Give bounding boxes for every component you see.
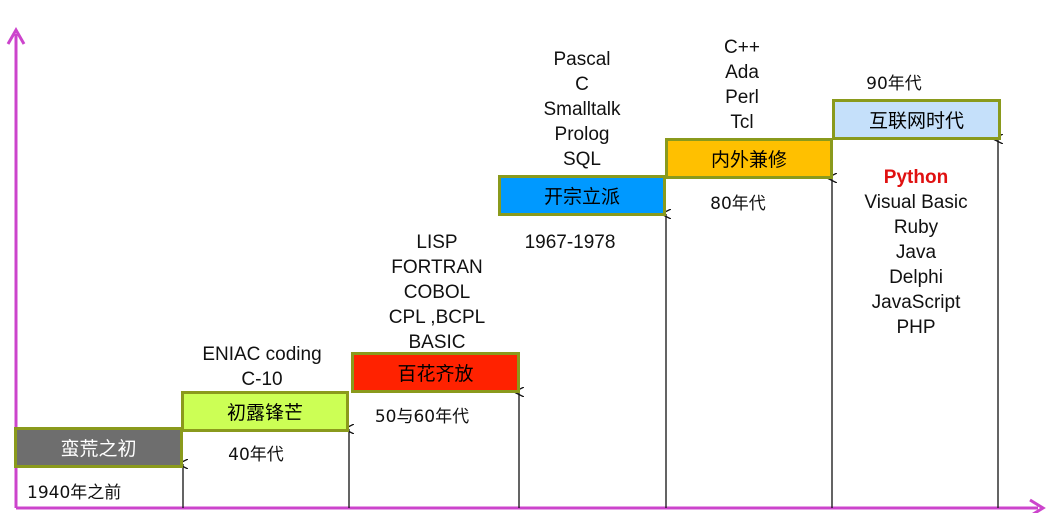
era-label: 初露锋芒 [226, 402, 303, 424]
language-item: C-10 [241, 369, 283, 390]
era-box-3: 百花齐放 [351, 352, 520, 393]
period-label-5: 80年代 [710, 194, 766, 214]
connectors [183, 139, 998, 508]
language-item: Ada [725, 62, 759, 83]
era-label: 开宗立派 [543, 186, 620, 208]
era-label: 蛮荒之初 [60, 438, 137, 460]
language-list-3: LISP FORTRAN COBOL CPL ,BCPL BASIC [372, 230, 502, 355]
y-axis-arrowhead [6, 26, 26, 45]
era-label: 内外兼修 [710, 149, 787, 171]
language-item-highlighted: Python [883, 167, 949, 188]
language-item: Java [895, 242, 937, 263]
language-item: COBOL [403, 282, 471, 303]
period-label-4: 1967-1978 [524, 232, 616, 253]
language-item: Pascal [553, 49, 611, 70]
language-list-6: Python Visual Basic Ruby Java Delphi Jav… [846, 165, 986, 340]
era-box-1: 蛮荒之初 [14, 427, 183, 468]
language-list-5: C++ Ada Perl Tcl [692, 35, 792, 135]
era-box-6: 互联网时代 [832, 99, 1001, 140]
language-item: LISP [416, 232, 458, 253]
language-item: C [575, 74, 589, 95]
x-axis-arrowhead [1029, 498, 1046, 513]
era-label: 互联网时代 [868, 110, 964, 132]
period-label-2: 40年代 [228, 445, 284, 465]
language-item: Smalltalk [543, 99, 621, 120]
era-box-5: 内外兼修 [665, 138, 833, 179]
language-list-4: Pascal C Smalltalk Prolog SQL [522, 47, 642, 172]
language-item: Prolog [554, 124, 610, 145]
language-item: BASIC [408, 332, 466, 353]
language-item: Delphi [889, 267, 943, 288]
language-item: PHP [896, 317, 936, 338]
language-item: CPL ,BCPL [388, 307, 486, 328]
language-item: Visual Basic [864, 192, 968, 213]
period-label-6: 90年代 [866, 74, 922, 94]
language-list-2: ENIAC coding C-10 [187, 342, 337, 392]
language-item: SQL [562, 149, 602, 170]
language-item: FORTRAN [391, 257, 483, 278]
language-item: JavaScript [871, 292, 961, 313]
period-label-3: 50与60年代 [374, 407, 470, 427]
era-label: 百花齐放 [397, 363, 474, 385]
language-item: Ruby [893, 217, 939, 238]
language-item: Tcl [730, 112, 754, 133]
era-box-4: 开宗立派 [498, 175, 666, 216]
language-item: Perl [725, 87, 759, 108]
language-item: C++ [724, 37, 760, 58]
era-box-2: 初露锋芒 [181, 391, 349, 432]
language-item: ENIAC coding [202, 344, 322, 365]
period-label-1: 1940年之前 [27, 483, 122, 503]
